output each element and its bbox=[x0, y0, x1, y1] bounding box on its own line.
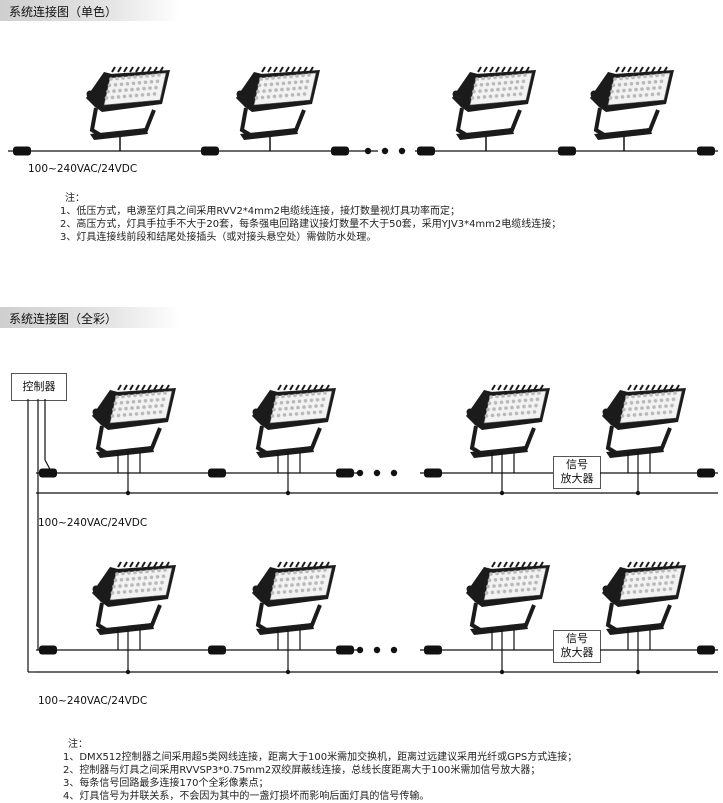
section2-notes: 注： 1、DMX512控制器之间采用超5类网线连接，距离大于100米需加交换机，… bbox=[63, 738, 577, 803]
cable-connector-icon bbox=[39, 645, 57, 655]
floodlight-fixture-icon bbox=[252, 561, 336, 635]
cable-connector-icon bbox=[424, 645, 442, 655]
section2-power-label-row1: 100~240VAC/24VDC bbox=[38, 517, 148, 529]
section2-note-4: 4、灯具信号为并联关系，不会因为其中的一盏灯损坏而影响后面灯具的信号传输。 bbox=[63, 791, 430, 802]
amplifier-row2-line1: 信号 bbox=[566, 632, 588, 645]
floodlight-fixture-icon bbox=[236, 66, 320, 140]
cable-connector-icon bbox=[208, 645, 226, 655]
floodlight-fixture-icon bbox=[252, 384, 336, 458]
section2-power-label-row2: 100~240VAC/24VDC bbox=[38, 695, 148, 707]
section1-note-1: 1、低压方式，电源至灯具之间采用RVV2*4mm2电缆线连接，接灯数量视灯具功率… bbox=[60, 206, 461, 217]
cable-connector-icon bbox=[417, 146, 435, 156]
section2-note-2: 2、控制器与灯具之间采用RVVSP3*0.75mm2双绞屏蔽线连接，总线长度距离… bbox=[63, 765, 541, 776]
floodlight-fixture-icon bbox=[86, 66, 170, 140]
section2-notes-title: 注： bbox=[68, 739, 88, 750]
cable-connector-icon bbox=[208, 468, 226, 478]
floodlight-fixture-icon bbox=[466, 384, 550, 458]
floodlight-fixture-icon bbox=[602, 384, 686, 458]
section2-header: 系统连接图（全彩） bbox=[0, 307, 180, 328]
cable-connector-icon bbox=[697, 468, 715, 478]
cable-connector-icon bbox=[697, 645, 715, 655]
ellipsis-dots-icon bbox=[364, 147, 406, 155]
cable-connector-icon bbox=[336, 645, 354, 655]
cable-connector-icon bbox=[201, 146, 219, 156]
section2-note-1: 1、DMX512控制器之间采用超5类网线连接，距离大于100米需加交换机，距离过… bbox=[63, 752, 578, 763]
signal-amplifier-row1: 信号 放大器 bbox=[553, 456, 601, 489]
section1-note-2: 2、高压方式，灯具手拉手不大于20套，每条强电回路建议接灯数量不大于50套，采用… bbox=[60, 219, 562, 230]
amplifier-row1-line1: 信号 bbox=[566, 458, 588, 471]
floodlight-fixture-icon bbox=[92, 561, 176, 635]
section2-title: 系统连接图（全彩） bbox=[9, 312, 118, 326]
signal-amplifier-row2: 信号 放大器 bbox=[553, 630, 601, 663]
ellipsis-dots-icon bbox=[356, 646, 398, 654]
section1-note-3: 3、灯具连接线前段和结尾处接插头（或对接头悬空处）需做防水处理。 bbox=[60, 232, 377, 243]
section1-header: 系统连接图（单色） bbox=[0, 0, 180, 21]
floodlight-fixture-icon bbox=[590, 66, 674, 140]
floodlight-fixture-icon bbox=[466, 561, 550, 635]
amplifier-row2-line2: 放大器 bbox=[560, 646, 594, 659]
cable-connector-icon bbox=[331, 146, 349, 156]
section1-title: 系统连接图（单色） bbox=[9, 5, 118, 19]
amplifier-row1-line2: 放大器 bbox=[560, 472, 594, 485]
cable-connector-icon bbox=[336, 468, 354, 478]
controller-label: 控制器 bbox=[22, 380, 56, 393]
floodlight-fixture-icon bbox=[92, 384, 176, 458]
section2-note-3: 3、每条信号回路最多连接170个全彩像素点； bbox=[63, 778, 269, 789]
controller-box: 控制器 bbox=[11, 373, 67, 401]
cable-connector-icon bbox=[424, 468, 442, 478]
floodlight-fixture-icon bbox=[602, 561, 686, 635]
section1-notes: 注： 1、低压方式，电源至灯具之间采用RVV2*4mm2电缆线连接，接灯数量视灯… bbox=[60, 192, 561, 244]
section1-power-label: 100~240VAC/24VDC bbox=[28, 163, 138, 175]
cable-connector-icon bbox=[39, 468, 57, 478]
floodlight-fixture-icon bbox=[452, 66, 536, 140]
section1-notes-title: 注： bbox=[65, 193, 85, 204]
cable-connector-icon bbox=[13, 146, 31, 156]
cable-connector-icon bbox=[558, 146, 576, 156]
cable-connector-icon bbox=[697, 146, 715, 156]
ellipsis-dots-icon bbox=[356, 469, 398, 477]
